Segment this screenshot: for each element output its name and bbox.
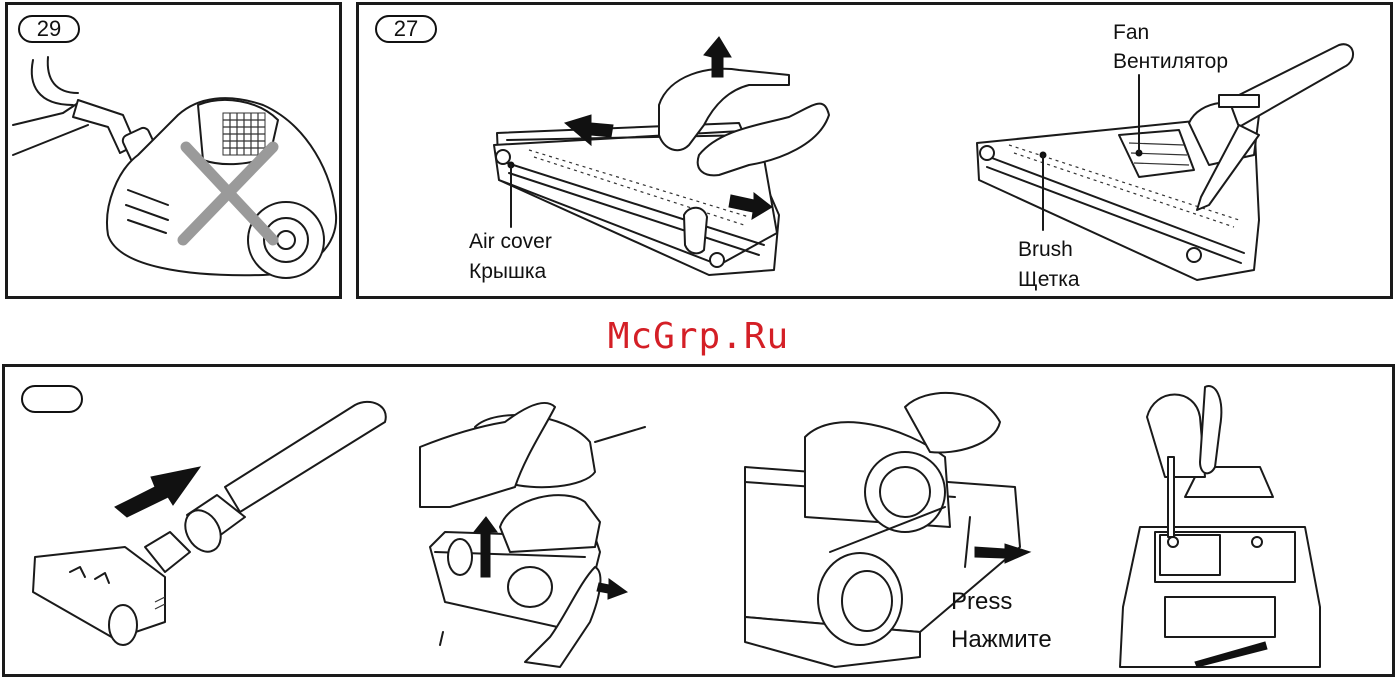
remove-screw-illustration: [1120, 386, 1320, 667]
open-cover-illustration: [420, 403, 645, 667]
brush-label-en: Brush: [1018, 235, 1073, 265]
step-29-panel: 29: [5, 2, 342, 299]
brush-label-ru: Щетка: [1018, 265, 1080, 295]
press-label-ru: Нажмите: [951, 625, 1052, 655]
attach-turbo-brush-illustration: [33, 402, 386, 645]
turbo-brush-panel: Press Нажмите: [2, 364, 1395, 677]
air-cover-label-en: Air cover: [469, 227, 552, 257]
turbo-brush-illustrations: [5, 367, 1397, 680]
step-27-panel: 27: [356, 2, 1393, 299]
fan-label-ru: Вентилятор: [1113, 47, 1228, 77]
air-cover-label-ru: Крышка: [469, 257, 546, 287]
press-label-en: Press: [951, 587, 1012, 617]
watermark: McGrp.Ru: [0, 316, 1397, 357]
fan-label-en: Fan: [1113, 18, 1149, 48]
vacuum-illustration: [8, 5, 345, 302]
